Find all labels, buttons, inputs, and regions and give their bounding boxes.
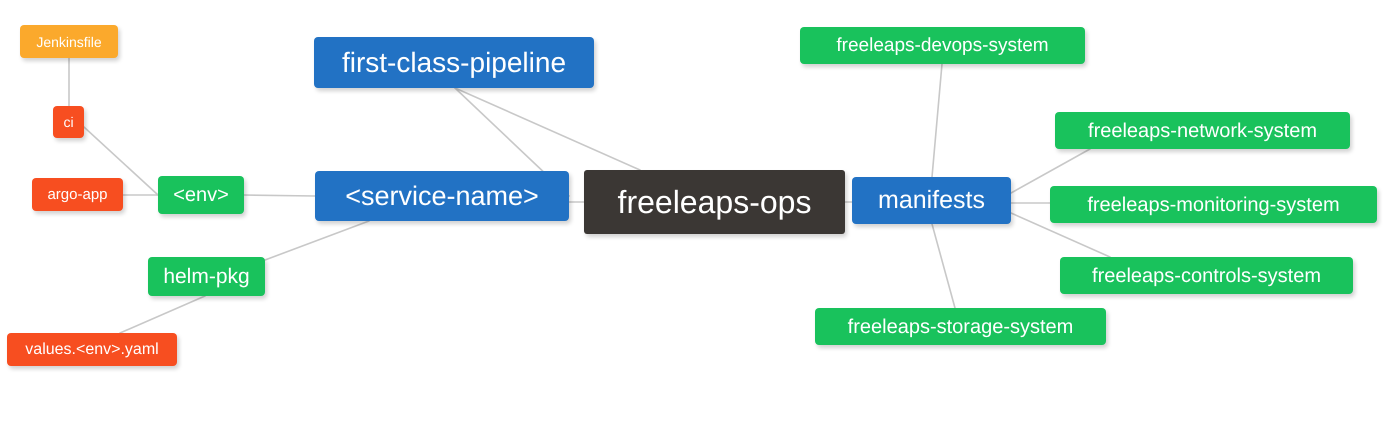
- node-label-env: <env>: [173, 184, 229, 206]
- node-label-jenkinsfile: Jenkinsfile: [36, 33, 102, 50]
- node-label-argo-app: argo-app: [47, 186, 108, 203]
- node-helm-pkg[interactable]: helm-pkg: [148, 257, 265, 296]
- node-manifests[interactable]: manifests: [852, 177, 1011, 224]
- edge-env-to-service-name: [243, 194, 316, 197]
- node-label-first-class-pipeline: first-class-pipeline: [341, 46, 567, 78]
- node-freeleaps-storage-system[interactable]: freeleaps-storage-system: [815, 308, 1106, 345]
- node-label-freeleaps-storage-system: freeleaps-storage-system: [847, 315, 1074, 338]
- edge-service-name-to-helm-pkg: [264, 220, 370, 261]
- node-ci[interactable]: ci: [53, 106, 84, 138]
- node-freeleaps-monitoring-system[interactable]: freeleaps-monitoring-system: [1050, 186, 1377, 223]
- edge-first-class-pipeline-to-freeleaps-ops: [454, 87, 641, 171]
- node-freeleaps-network-system[interactable]: freeleaps-network-system: [1055, 112, 1350, 149]
- node-first-class-pipeline[interactable]: first-class-pipeline: [314, 37, 594, 88]
- node-env[interactable]: <env>: [158, 176, 244, 214]
- node-label-freeleaps-monitoring-system: freeleaps-monitoring-system: [1087, 193, 1340, 216]
- node-label-manifests: manifests: [878, 186, 985, 214]
- node-label-values-env-yaml: values.<env>.yaml: [25, 340, 159, 358]
- node-argo-app[interactable]: argo-app: [32, 178, 123, 211]
- node-label-ci: ci: [63, 114, 74, 130]
- node-values-env-yaml[interactable]: values.<env>.yaml: [7, 333, 177, 366]
- node-label-helm-pkg: helm-pkg: [163, 265, 250, 288]
- node-label-freeleaps-devops-system: freeleaps-devops-system: [836, 35, 1049, 56]
- node-freeleaps-controls-system[interactable]: freeleaps-controls-system: [1060, 257, 1353, 294]
- node-label-freeleaps-ops: freeleaps-ops: [617, 184, 812, 220]
- node-freeleaps-ops[interactable]: freeleaps-ops: [584, 170, 845, 234]
- node-jenkinsfile[interactable]: Jenkinsfile: [20, 25, 118, 58]
- node-label-freeleaps-network-system: freeleaps-network-system: [1088, 119, 1317, 142]
- edge-helm-pkg-to-values-env-yaml: [119, 295, 206, 334]
- node-label-service-name: <service-name>: [345, 180, 539, 211]
- node-service-name[interactable]: <service-name>: [315, 171, 569, 221]
- node-freeleaps-devops-system[interactable]: freeleaps-devops-system: [800, 27, 1085, 64]
- node-label-freeleaps-controls-system: freeleaps-controls-system: [1092, 264, 1321, 287]
- edge-manifests-to-freeleaps-storage-system: [931, 223, 956, 309]
- edge-manifests-to-freeleaps-devops-system: [931, 63, 943, 178]
